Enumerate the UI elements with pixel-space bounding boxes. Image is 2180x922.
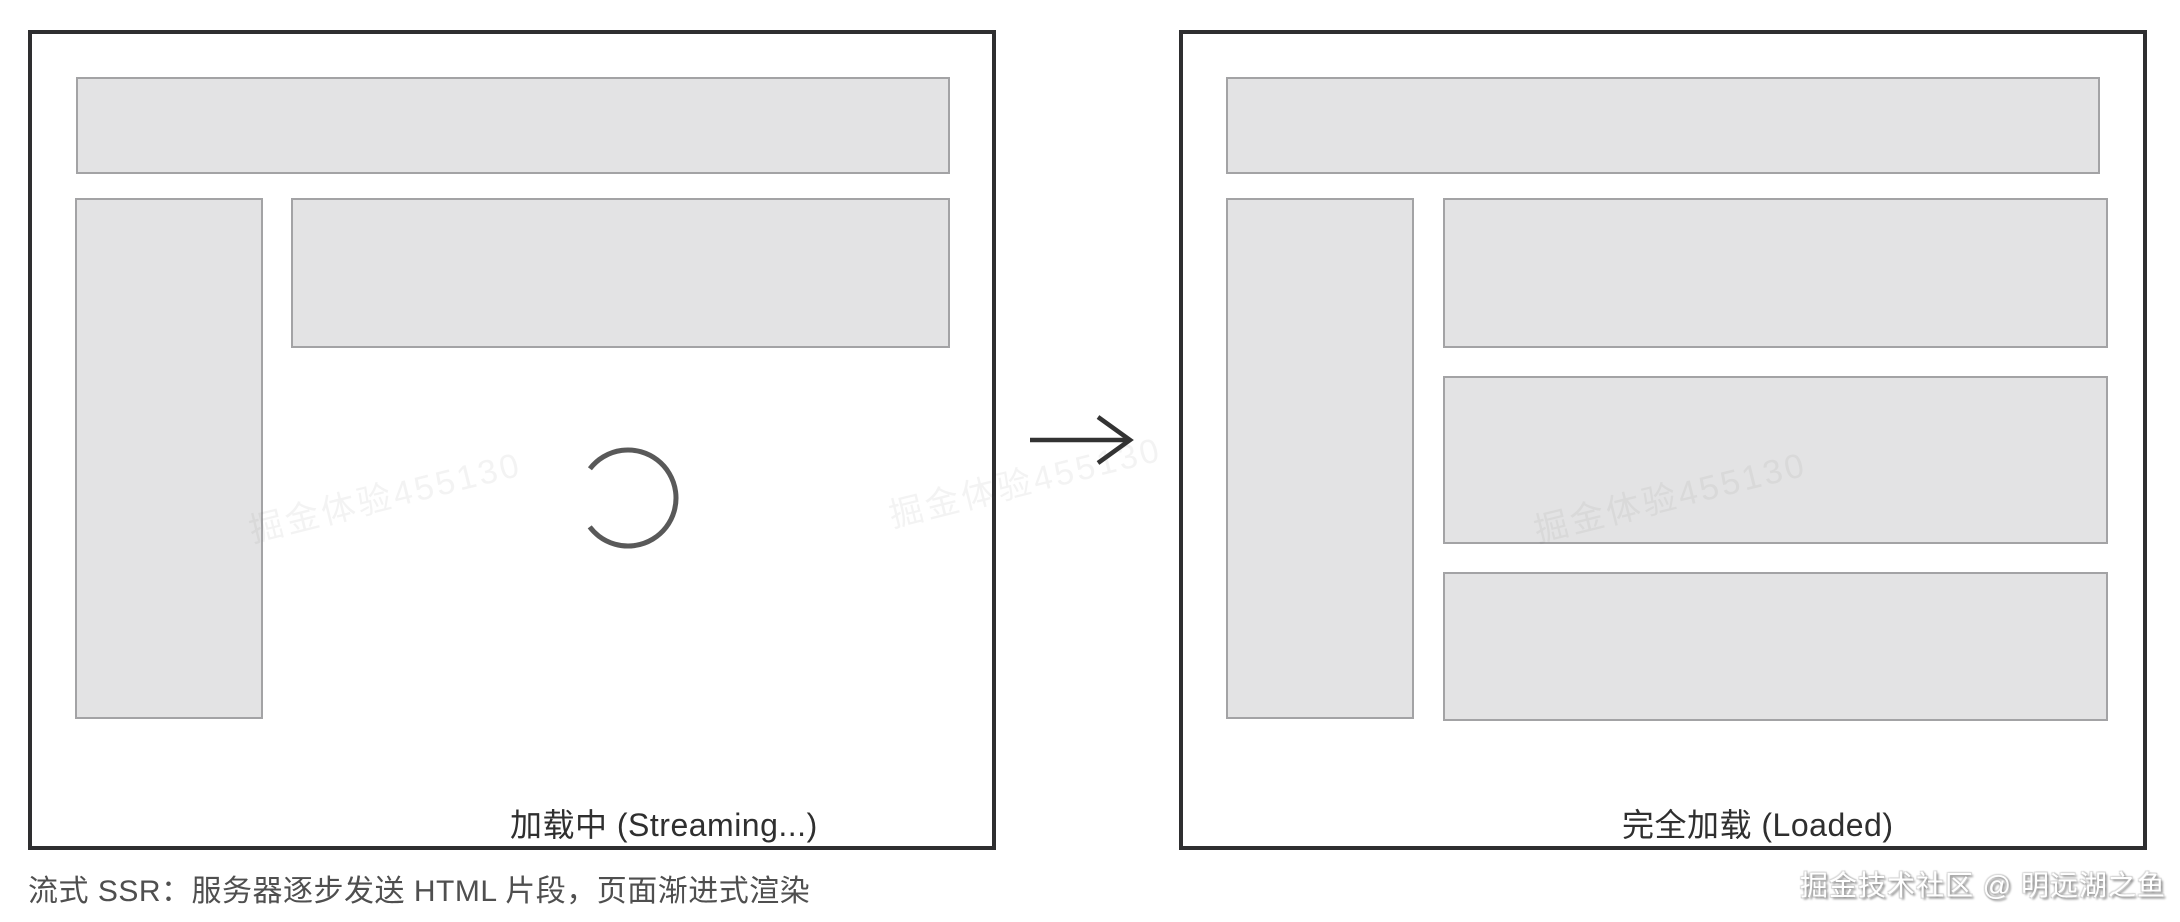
skeleton-sidebar-block (75, 198, 263, 719)
skeleton-content-block-2 (1443, 376, 2108, 544)
loaded-panel-label: 完全加载 (Loaded) (1622, 807, 1894, 843)
loaded-panel-body: 完全加载 (Loaded) (1183, 34, 2143, 846)
skeleton-content-block-1 (1443, 198, 2108, 348)
skeleton-content-block-3 (1443, 572, 2108, 721)
skeleton-header-block (76, 77, 950, 174)
right-arrow-icon (1026, 412, 1138, 468)
figure-caption: 流式 SSR：服务器逐步发送 HTML 片段，页面渐进式渲染 (28, 875, 811, 908)
credit-watermark: 掘金技术社区 @ 明远湖之鱼 (1800, 870, 2166, 901)
skeleton-content-block (291, 198, 950, 348)
streaming-panel-label: 加载中 (Streaming...) (510, 807, 818, 843)
skeleton-header-block (1226, 77, 2100, 174)
loaded-panel: 完全加载 (Loaded) (1179, 30, 2147, 850)
streaming-panel: 加载中 (Streaming...) (28, 30, 996, 850)
skeleton-sidebar-block (1226, 198, 1414, 719)
streaming-panel-body: 加载中 (Streaming...) (32, 34, 992, 846)
loading-spinner-icon (573, 443, 683, 553)
